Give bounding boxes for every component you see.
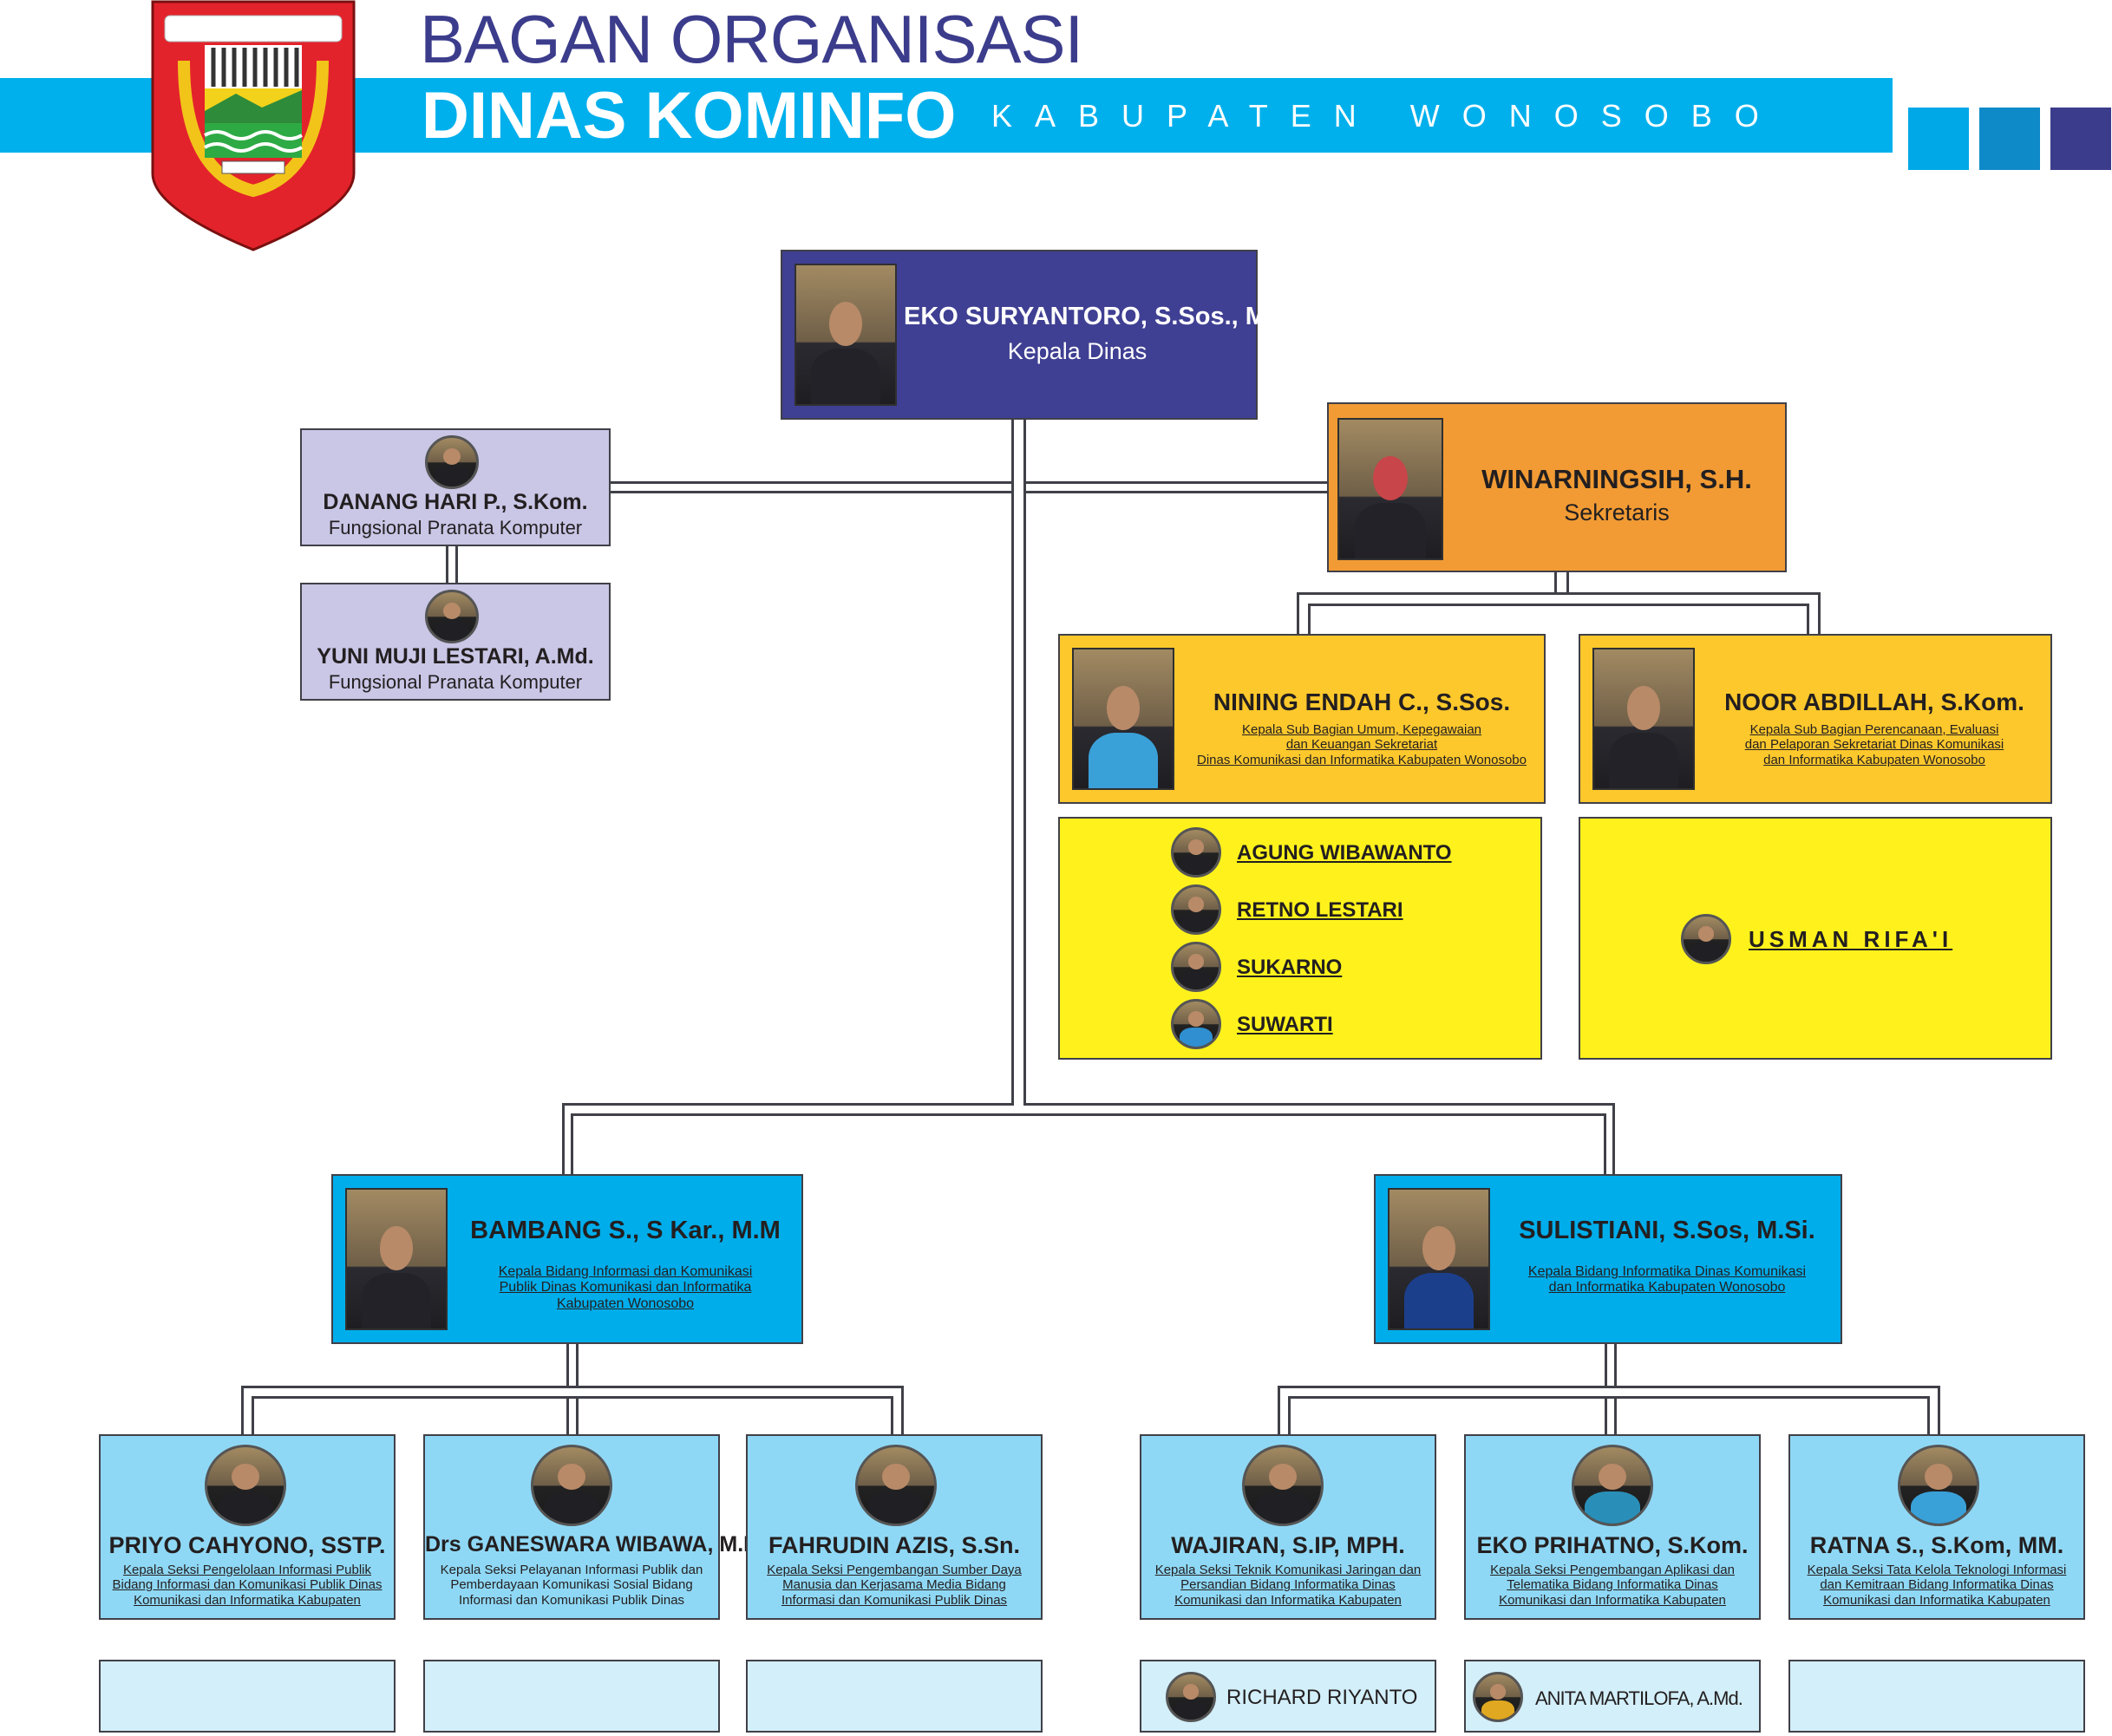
subsection-box-1: NINING ENDAH C., S.Sos. Kepala Sub Bagia… [1058, 634, 1546, 804]
section-staff-name-5: ANITA MARTILOFA, A.Md. [1535, 1687, 1743, 1709]
avatar [1171, 942, 1221, 992]
subsection-name-1: NINING ENDAH C., S.Sos. [1213, 689, 1511, 715]
functional-box-2: YUNI MUJI LESTARI, A.Md. Fungsional Pran… [300, 583, 611, 701]
avatar [425, 590, 479, 643]
functional-name-1: DANANG HARI P., S.Kom. [323, 490, 588, 514]
functional-box-1: DANANG HARI P., S.Kom. Fungsional Pranat… [300, 428, 611, 546]
section-box-2: Drs GANESWARA WIBAWA, M.M. Kepala Seksi … [423, 1434, 768, 1620]
section-role-1: Kepala Seksi Pengelolaan Informasi Publi… [112, 1563, 383, 1608]
section-staff-box-1 [99, 1660, 396, 1733]
region-label: KABUPATEN WONOSOBO [991, 98, 1782, 134]
subsection-photo-1 [1072, 648, 1174, 790]
wonosobo-crest-logo [151, 0, 356, 251]
section-staff-box-2 [423, 1660, 720, 1733]
staff-box-2: USMAN RIFA'I [1579, 817, 2052, 1060]
avatar [855, 1445, 937, 1526]
staff-name: AGUNG WIBAWANTO [1237, 841, 1452, 865]
staff-name: SUWARTI [1237, 1013, 1333, 1036]
page-subtitle: DINAS KOMINFO [422, 79, 957, 153]
division-name-1: BAMBANG S., S Kar., M.M [470, 1217, 781, 1244]
functional-role-1: Fungsional Pranata Komputer [328, 517, 583, 538]
division-box-1: BAMBANG S., S Kar., M.M Kepala Bidang In… [331, 1174, 803, 1344]
section-staff-box-4: RICHARD RIYANTO [1140, 1660, 1436, 1733]
section-name-6: RATNA S., S.Kom, MM. [1809, 1532, 2064, 1558]
section-box-5: EKO PRIHATNO, S.Kom. Kepala Seksi Pengem… [1464, 1434, 1761, 1620]
secretary-photo [1337, 418, 1443, 560]
head-photo [794, 264, 897, 406]
avatar [1242, 1445, 1324, 1526]
functional-role-2: Fungsional Pranata Komputer [328, 671, 583, 693]
section-box-3: FAHRUDIN AZIS, S.Sn. Kepala Seksi Pengem… [746, 1434, 1043, 1620]
staff-box-1: AGUNG WIBAWANTO RETNO LESTARI SUKARNO SU… [1058, 817, 1542, 1060]
section-staff-box-5: ANITA MARTILOFA, A.Md. [1464, 1660, 1761, 1733]
division-photo-2 [1388, 1188, 1490, 1330]
head-name: EKO SURYANTORO, S.Sos., M.Si. [904, 303, 1304, 330]
secretary-name: WINARNINGSIH, S.H. [1481, 464, 1752, 494]
staff-name: USMAN RIFA'I [1749, 926, 1953, 952]
avatar [205, 1445, 286, 1526]
avatar [1681, 914, 1731, 964]
avatar [1171, 827, 1221, 878]
section-staff-name-4: RICHARD RIYANTO [1226, 1686, 1418, 1709]
division-name-2: SULISTIANI, S.Sos, M.Si. [1519, 1217, 1815, 1244]
section-role-2: Kepala Seksi Pelayanan Informasi Publik … [440, 1563, 703, 1608]
functional-name-2: YUNI MUJI LESTARI, A.Md. [317, 644, 594, 669]
head-box: EKO SURYANTORO, S.Sos., M.Si. Kepala Din… [781, 250, 1304, 420]
avatar [1572, 1445, 1653, 1526]
avatar [1473, 1672, 1523, 1722]
section-staff-box-3 [746, 1660, 1043, 1733]
section-box-6: RATNA S., S.Kom, MM. Kepala Seksi Tata K… [1788, 1434, 2085, 1620]
division-photo-1 [345, 1188, 448, 1330]
avatar [1171, 884, 1221, 935]
section-name-1: PRIYO CAHYONO, SSTP. [108, 1532, 386, 1558]
staff-name: RETNO LESTARI [1237, 898, 1403, 922]
division-role-2: Kepala Bidang Informatika Dinas Komunika… [1527, 1264, 1807, 1295]
subsection-name-2: NOOR ABDILLAH, S.Kom. [1724, 689, 2024, 715]
avatar [1898, 1445, 1979, 1526]
avatar [531, 1445, 612, 1526]
secretary-box: WINARNINGSIH, S.H. Sekretaris [1327, 402, 1787, 572]
head-role: Kepala Dinas [1007, 338, 1148, 364]
section-role-6: Kepala Seksi Tata Kelola Teknologi Infor… [1807, 1563, 2067, 1608]
section-name-3: FAHRUDIN AZIS, S.Sn. [768, 1532, 1020, 1558]
avatar [425, 435, 479, 489]
staff-name: SUKARNO [1237, 956, 1343, 979]
header-square-1 [1908, 108, 1969, 170]
section-name-2: Drs GANESWARA WIBAWA, M.M. [425, 1532, 768, 1557]
subsection-box-2: NOOR ABDILLAH, S.Kom. Kepala Sub Bagian … [1579, 634, 2052, 804]
section-staff-box-6 [1788, 1660, 2085, 1733]
header-square-2 [1979, 108, 2040, 170]
avatar [1166, 1672, 1216, 1722]
section-name-5: EKO PRIHATNO, S.Kom. [1476, 1532, 1749, 1558]
header-square-3 [2050, 108, 2111, 170]
division-box-2: SULISTIANI, S.Sos, M.Si. Kepala Bidang I… [1374, 1174, 1842, 1344]
section-box-1: PRIYO CAHYONO, SSTP. Kepala Seksi Pengel… [99, 1434, 396, 1620]
section-role-4: Kepala Seksi Teknik Komunikasi Jaringan … [1154, 1563, 1422, 1608]
section-box-4: WAJIRAN, S.IP, MPH. Kepala Seksi Teknik … [1140, 1434, 1436, 1620]
subsection-photo-2 [1592, 648, 1695, 790]
section-name-4: WAJIRAN, S.IP, MPH. [1171, 1532, 1405, 1558]
avatar [1171, 999, 1221, 1049]
page-title: BAGAN ORGANISASI [420, 1, 1083, 77]
secretary-role: Sekretaris [1564, 499, 1670, 525]
